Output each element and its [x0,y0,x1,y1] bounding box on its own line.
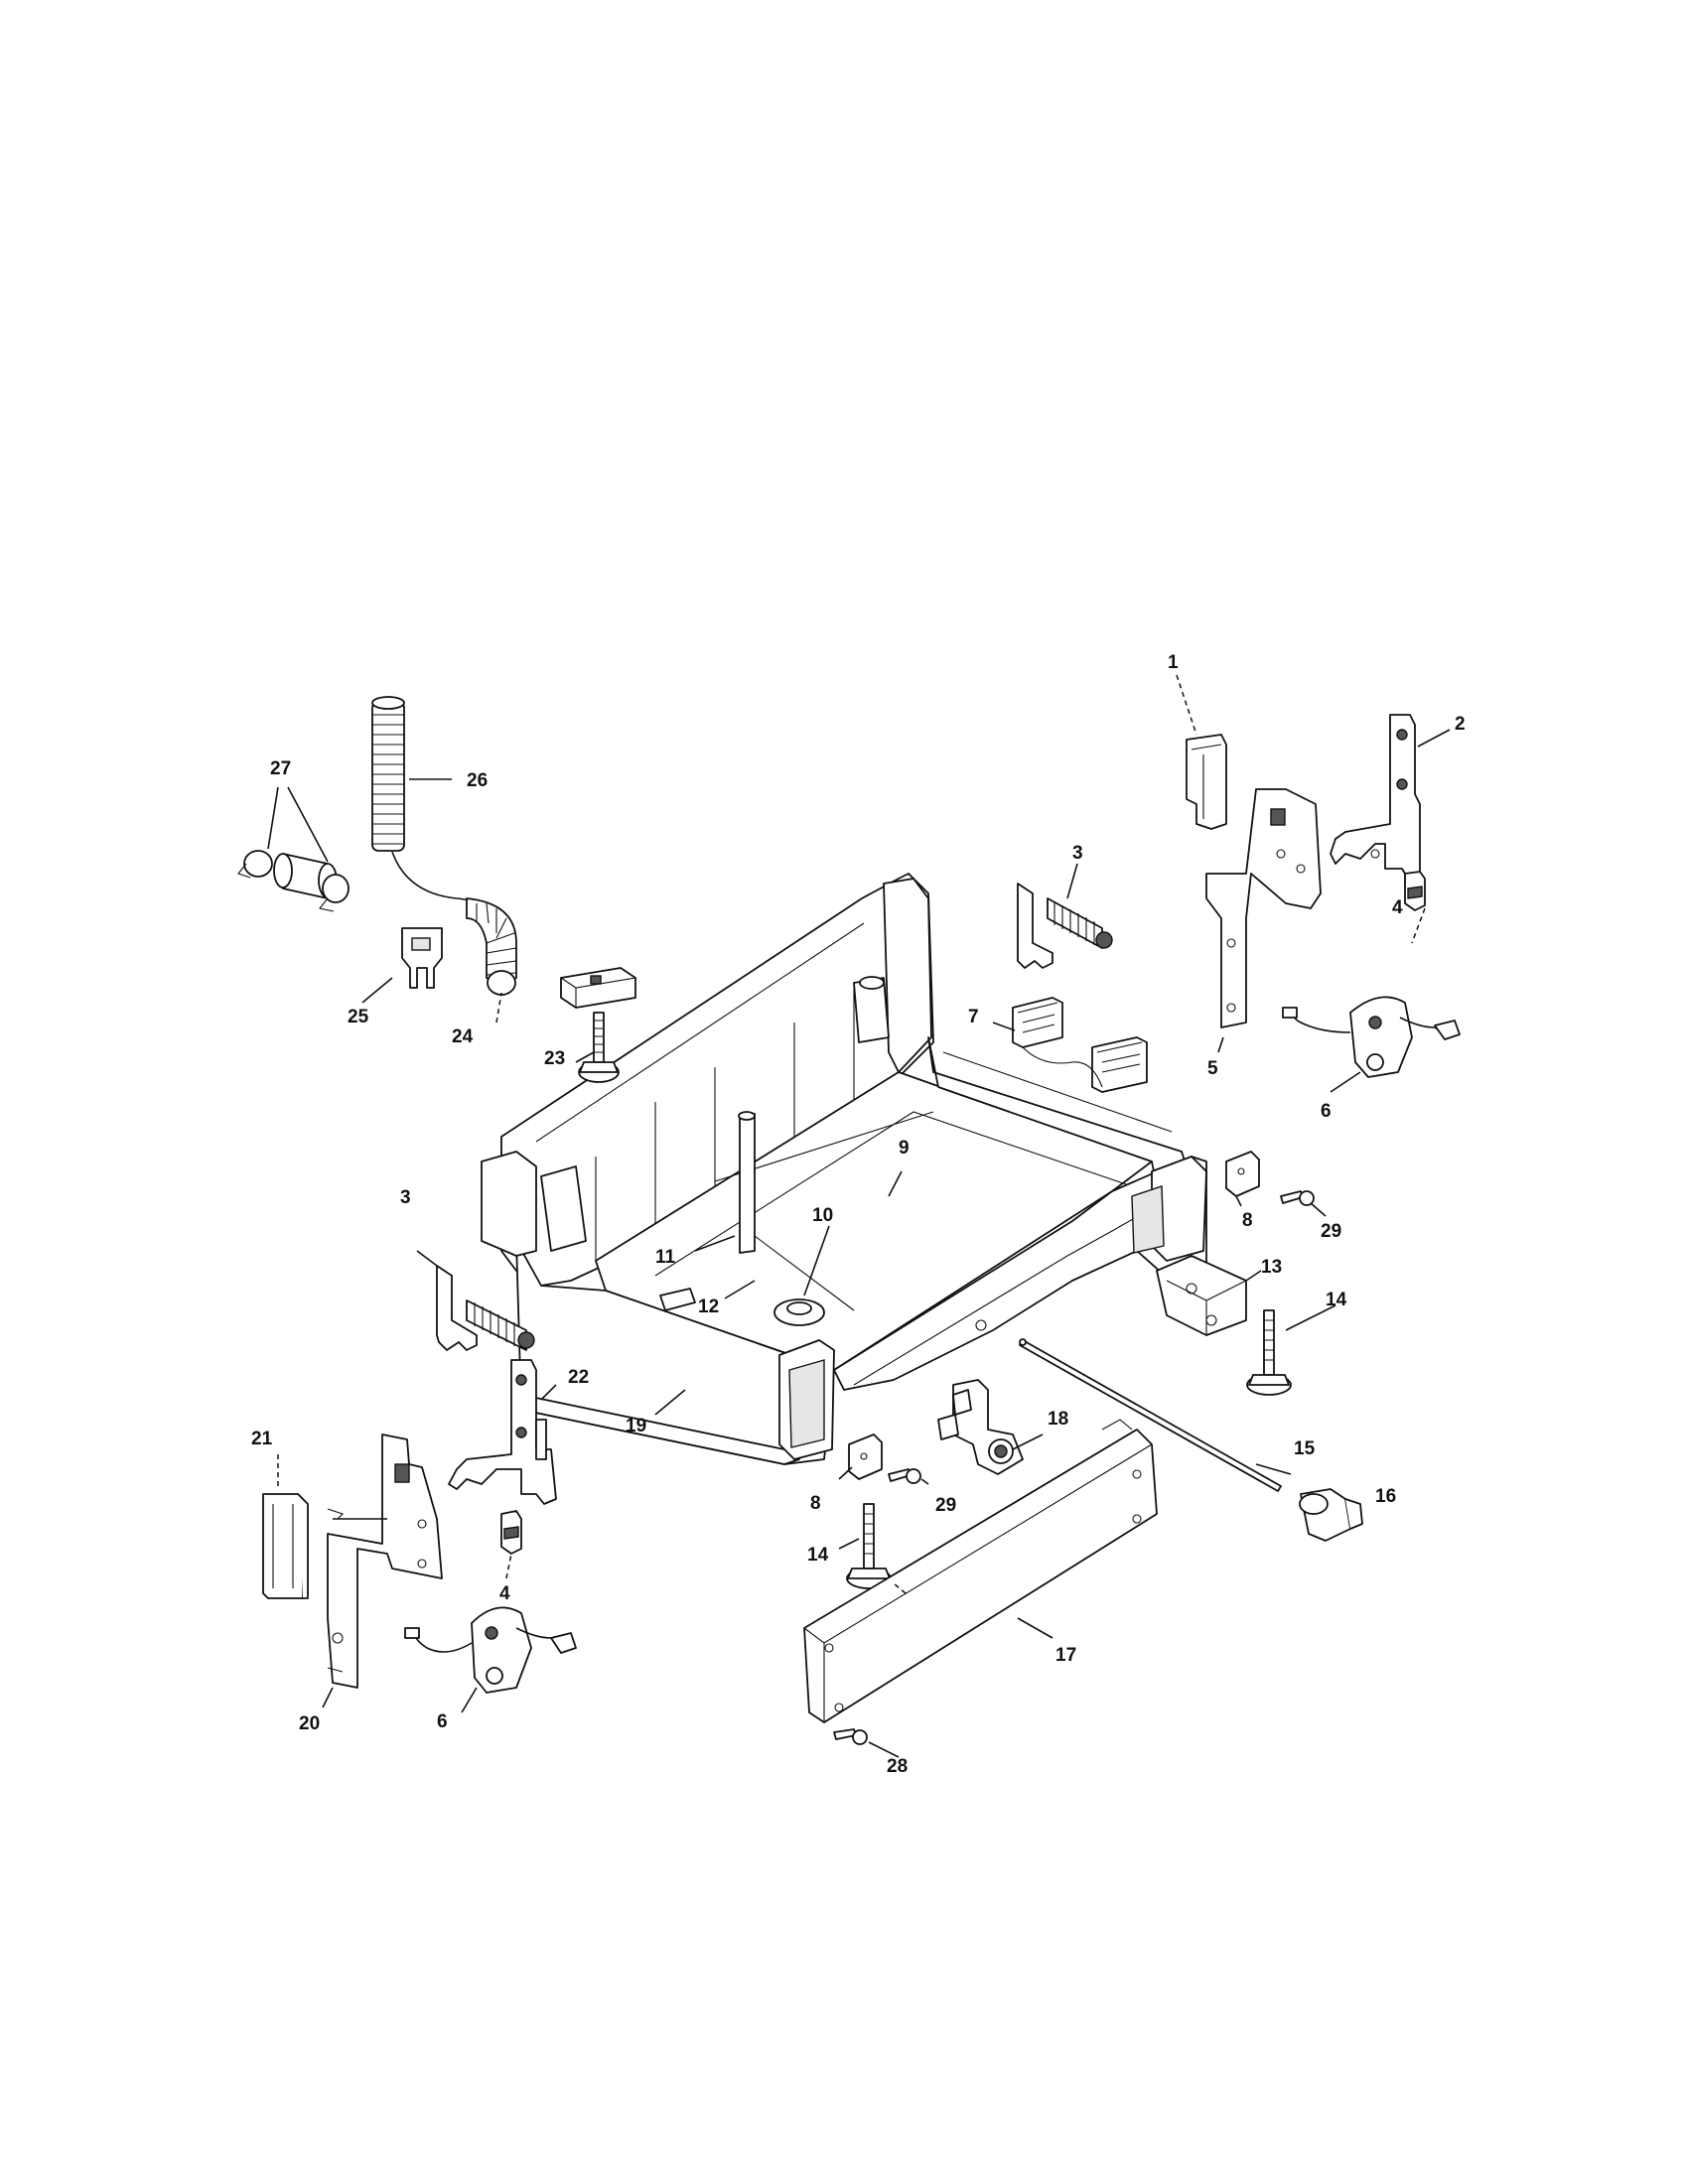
toe-kick-panel-part [803,1419,1158,1723]
leg-bracket-part [1156,1255,1247,1336]
callout-10: 10 [812,1205,833,1226]
hinge-bracket-left-part [448,1359,557,1505]
actuator-left-part [404,1606,577,1694]
callout-24: 24 [452,1026,474,1047]
callout-2: 2 [1455,714,1466,735]
water-valve-part [937,1379,1024,1475]
callout-23: 23 [544,1048,565,1069]
callout-labels: 1 2 3 3 4 4 5 6 6 7 8 8 9 10 11 12 13 14… [251,652,1466,1777]
leader-lines [267,674,1451,1758]
callout-22: 22 [568,1367,589,1388]
base-frame-part [481,873,1207,1465]
callout-4-left: 4 [499,1583,510,1604]
callout-7: 7 [968,1007,979,1027]
callout-15: 15 [1294,1438,1316,1459]
callout-8-right: 8 [1242,1210,1253,1231]
callout-21: 21 [251,1429,273,1449]
callout-29-left: 29 [935,1495,956,1516]
leveling-leg-right-part [1246,1309,1292,1396]
callout-8-left: 8 [810,1493,821,1514]
panel-screw-part [833,1728,868,1745]
callout-4-right: 4 [1392,897,1403,918]
callout-5: 5 [1207,1058,1218,1079]
callout-20: 20 [299,1713,320,1734]
side-panel-left-part [327,1433,443,1689]
callout-12: 12 [698,1297,719,1317]
screw-left-part [888,1468,921,1484]
callout-18: 18 [1048,1409,1068,1430]
callout-6-left: 6 [437,1711,448,1732]
callout-27: 27 [270,758,291,779]
switch-block-part [560,967,636,1083]
rod-part [1019,1338,1282,1492]
drain-hose-part [371,696,517,996]
callout-3-right: 3 [1072,843,1083,864]
hinge-bracket-right-part [1330,714,1421,880]
latch-right-part [1404,871,1426,911]
hinge-spring-right-part [1017,883,1113,969]
clip-bracket-left-part [848,1433,883,1480]
callout-29-right: 29 [1321,1221,1341,1242]
callout-16: 16 [1375,1486,1396,1507]
side-bracket-part [262,1493,309,1599]
callout-11: 11 [655,1247,676,1268]
callout-17: 17 [1055,1645,1076,1666]
callout-26: 26 [467,770,488,791]
callout-9: 9 [899,1138,910,1159]
callout-25: 25 [348,1007,369,1027]
callout-19: 19 [626,1416,646,1436]
actuator-right-part [1282,996,1461,1078]
callout-1: 1 [1168,652,1179,673]
screw-right-part [1280,1190,1315,1206]
callout-13: 13 [1261,1257,1282,1278]
top-cover-part [1186,734,1227,830]
latch-left-part [500,1510,522,1555]
terminal-block-part [1012,997,1148,1093]
foot-cap-part [1299,1488,1363,1542]
clip-bracket-right-part [1225,1151,1260,1197]
callout-6-right: 6 [1321,1101,1332,1122]
callout-3-left: 3 [400,1187,411,1208]
callout-14-left: 14 [807,1545,829,1566]
hose-clip-part [401,927,443,989]
hinge-spring-left-part [436,1265,535,1351]
leveling-leg-left-part [846,1503,892,1589]
hose-clamp-part [237,850,350,912]
side-panel-right-part [1205,788,1322,1028]
callout-14-right: 14 [1326,1290,1347,1310]
callout-28: 28 [887,1756,908,1777]
